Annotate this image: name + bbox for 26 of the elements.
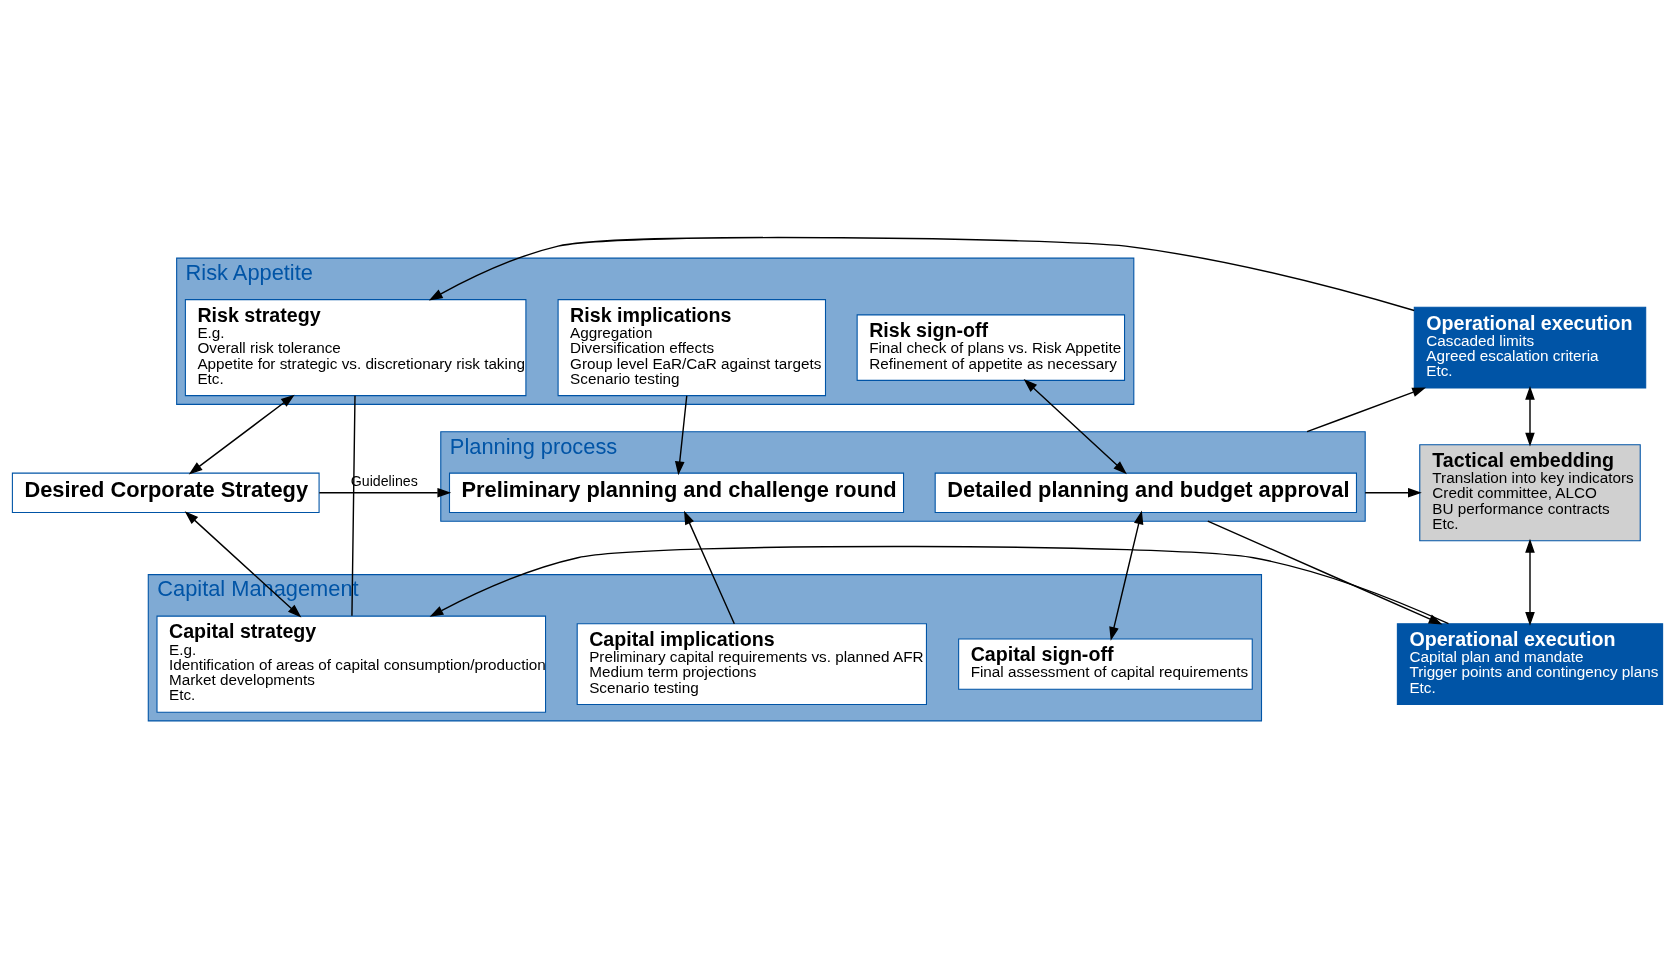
node-box: Risk implications Aggregation Diversification effects Group level EaR/CaR against targets Scenario testing xyxy=(557,298,827,396)
arrow xyxy=(1109,510,1144,641)
arrow xyxy=(429,545,1450,624)
arrow xyxy=(318,487,452,498)
arrow xyxy=(1023,378,1127,474)
node-box: Desired Corporate Strategy xyxy=(11,472,320,513)
arrow xyxy=(1364,487,1422,498)
node-box: Operational execution Capital plan and mandate Trigger points and contingency plans Etc. xyxy=(1396,622,1664,705)
node-box: Capital sign-off Final assessment of capital requirements xyxy=(958,638,1253,690)
arrow xyxy=(1525,538,1535,626)
arrow xyxy=(1306,386,1426,432)
arrow xyxy=(1525,385,1535,446)
node-box: Operational execution Cascaded limits Agreed escalation criteria Etc. xyxy=(1413,306,1647,389)
arrow xyxy=(1207,519,1443,625)
arrow xyxy=(674,394,688,475)
node-box: Capital implications Preliminary capital requirements vs. planned AFR Medium term projections Scenario testing xyxy=(576,622,927,705)
arrow xyxy=(684,510,736,624)
node-box: Detailed planning and budget approval xyxy=(934,472,1357,513)
connector xyxy=(351,394,356,616)
node-box: Risk sign-off Final check of plans vs. Risk Appetite Refinement of appetite as necessary xyxy=(856,313,1126,381)
node-box: Tactical embedding Translation into key indicators Credit committee, ALCO BU performance contracts Etc. xyxy=(1419,443,1641,541)
arrow xyxy=(188,394,295,474)
arrow xyxy=(428,236,1415,311)
node-box: Capital strategy E.g. Identification of areas of capital consumption/production Market developments Etc. xyxy=(156,615,547,713)
node-box: Preliminary planning and challenge round xyxy=(448,472,905,513)
node-box: Risk strategy E.g. Overall risk tolerance Appetite for strategic vs. discretionary risk taking Etc. xyxy=(184,298,527,396)
